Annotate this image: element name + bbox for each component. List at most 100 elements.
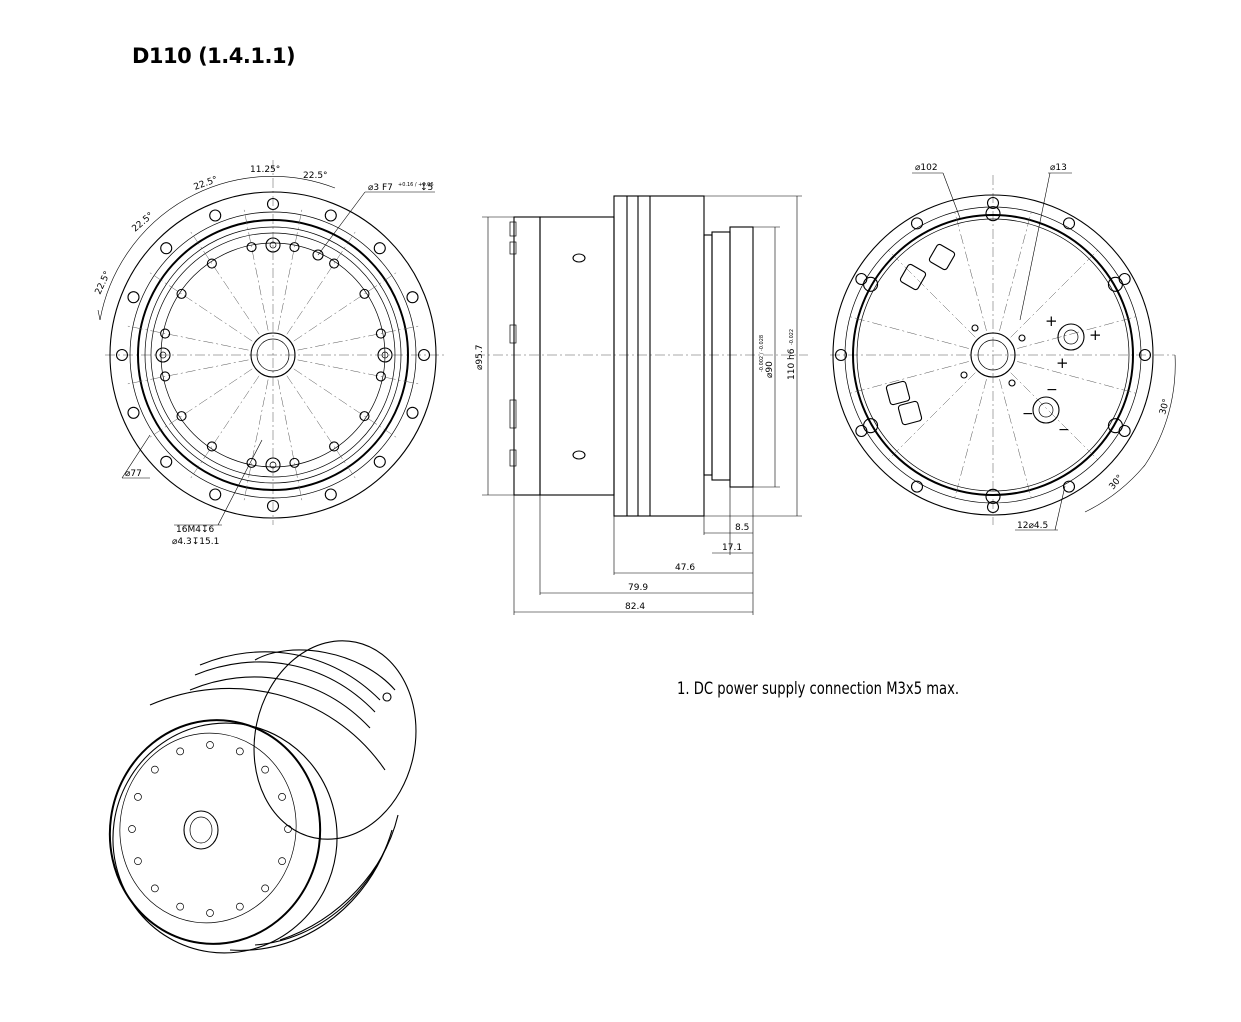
mounting-hole — [417, 348, 431, 362]
mounting-hole — [406, 291, 419, 304]
mounting-hole — [855, 424, 868, 438]
dim-17-1: 17.1 — [722, 543, 742, 553]
center-ray — [1017, 361, 1138, 395]
center-ray — [297, 325, 421, 351]
thread-hole — [289, 457, 300, 468]
center-ray — [999, 379, 1033, 500]
mounting-hole — [127, 406, 140, 419]
thread-hole — [375, 328, 386, 339]
mounting-hole — [324, 488, 337, 501]
center-ray — [293, 271, 398, 342]
mounting-hole — [863, 418, 879, 434]
dim-8-5: 8.5 — [735, 523, 749, 533]
mounting-hole — [266, 499, 280, 513]
face-hole — [235, 747, 244, 756]
face-hole — [176, 902, 185, 911]
mounting-hole — [1107, 276, 1123, 292]
center-ray — [848, 361, 969, 395]
thread-hole — [206, 258, 217, 269]
mounting-hole — [1062, 480, 1076, 493]
face-hole — [176, 747, 185, 756]
dim-90-tol: -0.002 / -0.028 — [759, 335, 765, 372]
center-ray — [189, 230, 260, 335]
center-ray — [148, 271, 253, 342]
page-title: D110 (1.4.1.1) — [132, 44, 296, 68]
mounting-hole — [985, 206, 1001, 222]
center-ray — [953, 379, 987, 500]
mounting-hole — [1062, 217, 1076, 230]
mounting-hole — [209, 209, 222, 222]
angle-label-2: 22.5° — [303, 171, 328, 181]
center-ray — [293, 368, 398, 439]
center-ray — [243, 207, 269, 331]
center-ray — [1010, 248, 1100, 338]
center-ray — [277, 379, 303, 503]
minus-sign-2: − — [1022, 406, 1034, 422]
mounting-hole — [1138, 348, 1152, 362]
angle-label-3: 22.5° — [193, 175, 219, 193]
mounting-hole — [160, 455, 173, 468]
hole-callout: ⌀3 F7 — [368, 183, 393, 193]
face-hole — [206, 741, 214, 749]
face-hole — [134, 857, 142, 865]
dim-79-9: 79.9 — [628, 583, 648, 593]
angle-label-4: 22.5° — [131, 211, 156, 234]
thread-hole — [329, 258, 340, 269]
angle-label-1: 11.25° — [250, 165, 280, 175]
plus-sign-3: + — [1056, 354, 1069, 372]
dim-90: ⌀90 — [765, 361, 775, 378]
thread-hole — [176, 411, 187, 422]
face-hole — [261, 765, 270, 774]
thread-hole — [160, 328, 171, 339]
diameter-77: ⌀77 — [125, 469, 142, 479]
center-ray — [277, 207, 303, 331]
angle-label-5: 22.5° — [94, 270, 113, 296]
center-ray — [189, 375, 260, 480]
face-hole — [150, 884, 159, 893]
dim-110-tol: -0.022 — [789, 329, 795, 345]
center-ray — [848, 315, 969, 349]
mounting-hole — [910, 217, 924, 230]
thread-hole — [246, 242, 257, 253]
side-view: ⌀95.7 ⌀90 -0.002 / -0.028 110 h6 -0.022 … — [475, 195, 808, 615]
mounting-hole — [266, 197, 280, 211]
mounting-hole — [373, 455, 386, 468]
mounting-hole — [1107, 418, 1123, 434]
mounting-hole — [855, 272, 868, 286]
holes-12: 12⌀4.5 — [1017, 521, 1048, 531]
mounting-hole — [160, 242, 173, 255]
angle-30-b: 30° — [1108, 473, 1126, 492]
thread-hole — [359, 411, 370, 422]
rear-view: + + + − − − ⌀102 ⌀13 30° 30° 12⌀4.5 — [830, 163, 1176, 531]
center-ray — [125, 325, 249, 351]
face-hole — [261, 884, 270, 893]
mounting-hole — [127, 291, 140, 304]
mounting-hole — [910, 480, 924, 493]
dim-47-6: 47.6 — [675, 563, 695, 573]
center-ray — [286, 375, 357, 480]
face-hole — [235, 902, 244, 911]
face-hole — [128, 825, 136, 833]
face-hole — [278, 857, 286, 865]
isometric-view — [108, 640, 417, 954]
center-ray — [1017, 315, 1138, 349]
thread-callout-2: ⌀4.3↧15.1 — [172, 537, 219, 547]
mounting-hole — [834, 348, 848, 362]
face-hole — [206, 909, 214, 917]
face-hole — [134, 793, 142, 801]
dim-13: ⌀13 — [1050, 163, 1067, 173]
minus-sign-3: − — [1058, 422, 1070, 438]
mounting-hole — [985, 488, 1001, 504]
center-ray — [286, 230, 357, 335]
thread-hole — [246, 457, 257, 468]
hole-callout-tol: +0.16 / +0.06 — [398, 182, 434, 188]
mounting-hole — [986, 196, 1000, 210]
front-view: 11.25° 22.5° 22.5° 22.5° 22.5° ⌀3 F7 +0.… — [94, 160, 445, 547]
dim-110: 110 h6 — [787, 348, 797, 380]
thread-callout-1: 16M4↧6 — [176, 525, 214, 535]
mounting-hole — [1118, 272, 1131, 286]
dim-82-4: 82.4 — [625, 602, 645, 612]
face-hole — [278, 793, 286, 801]
thread-hole — [206, 441, 217, 452]
